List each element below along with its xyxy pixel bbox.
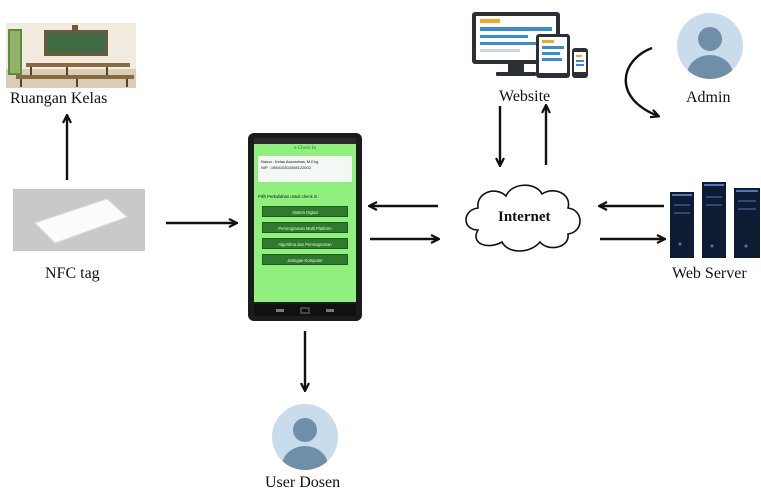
arrow-admin-to-website xyxy=(624,46,658,116)
website-devices-icon xyxy=(472,12,588,78)
lecturer-info-box: Nama : Kelas Assorutwa, M.Eng NIP : 1984… xyxy=(258,156,352,182)
internet-label: Internet xyxy=(498,209,551,225)
course-button-1[interactable]: Sistem Digital xyxy=(262,206,348,217)
web-server-icon xyxy=(670,182,760,258)
classroom-image xyxy=(6,23,136,88)
course-button-4[interactable]: Jaringan Komputer xyxy=(262,254,348,265)
app-header: e-Check In xyxy=(293,146,317,151)
website-label: Website xyxy=(499,88,551,105)
course-button-3[interactable]: Algoritma dan Pemrograman xyxy=(262,238,348,249)
phone-screen: e-Check In Nama : Kelas Assorutwa, M.Eng… xyxy=(254,144,356,302)
admin-label: Admin xyxy=(686,89,731,106)
lecturer-name: Nama : Kelas Assorutwa, M.Eng xyxy=(261,159,319,164)
course-button-2[interactable]: Pemrograman Multi Platform xyxy=(262,222,348,233)
admin-avatar-icon xyxy=(677,13,743,79)
web-server-label: Web Server xyxy=(672,265,747,282)
lecturer-nip: NIP : 198410302008122002 xyxy=(261,165,311,170)
user-dosen-avatar-icon xyxy=(272,404,338,470)
course-prompt: Pilih Perkuliahan untuk check in : xyxy=(258,194,320,199)
internet-cloud-icon xyxy=(465,184,581,252)
nfc-tag-label: NFC tag xyxy=(45,265,100,282)
classroom-label: Ruangan Kelas xyxy=(10,90,108,107)
nfc-tag-image xyxy=(13,189,145,251)
user-dosen-label: User Dosen xyxy=(265,474,341,491)
